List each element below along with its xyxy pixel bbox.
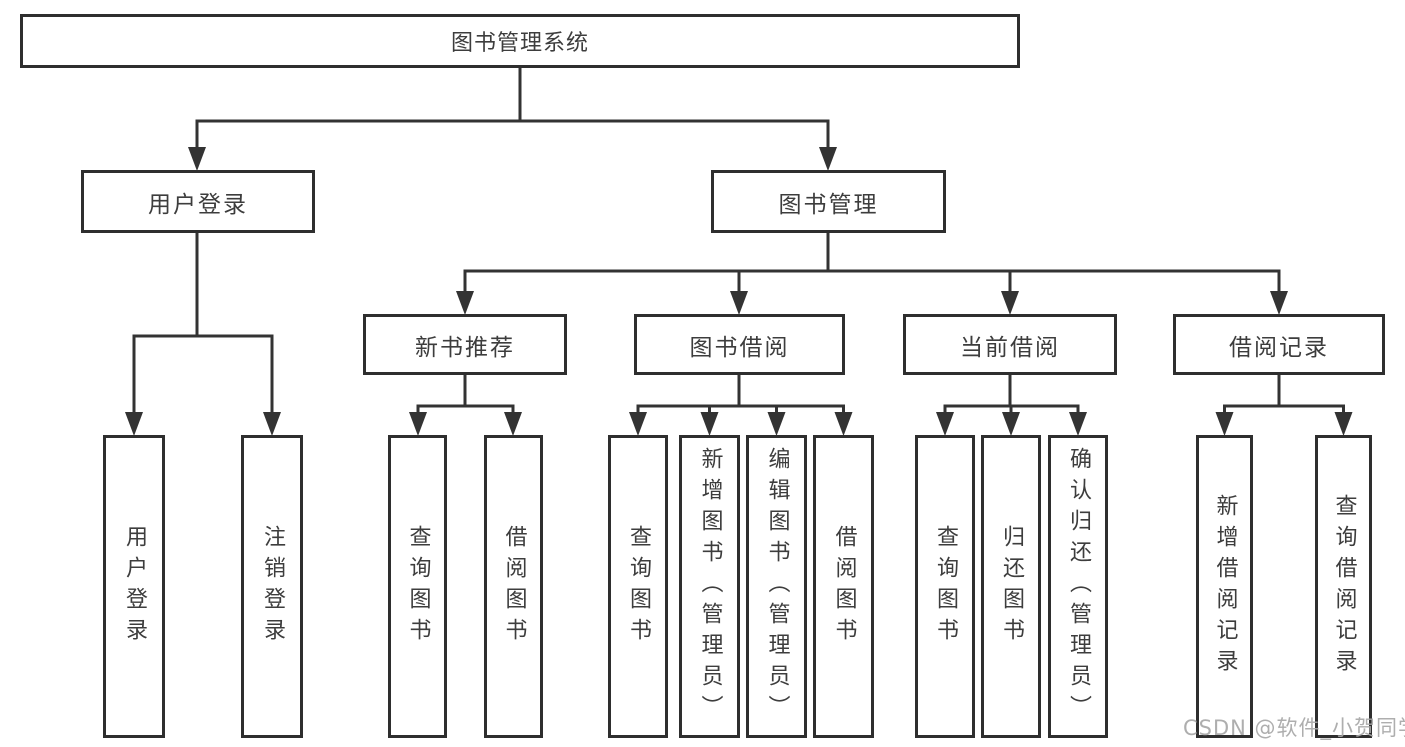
leaf-label: 新增图书（管理员）: [697, 447, 723, 726]
leaf-newbook-query-books: 查询图书: [388, 435, 447, 738]
node-root-label: 图书管理系统: [450, 31, 589, 56]
node-label: 借阅记录: [1229, 334, 1329, 361]
node-book-management: 图书管理: [711, 170, 946, 233]
leaf-label: 查询图书: [626, 524, 651, 649]
leaf-record-add-borrow-record: 新增借阅记录: [1196, 435, 1253, 738]
leaf-label: 新增借阅记录: [1212, 493, 1238, 680]
connector-book-borrow-branch: [636, 373, 845, 416]
leaf-label: 查询图书: [405, 524, 431, 649]
connector-current-borrow-branch: [943, 373, 1080, 416]
node-book-borrowing: 图书借阅: [634, 314, 845, 375]
leaf-label: 编辑图书（管理员）: [764, 447, 790, 726]
leaf-label: 确认归还（管理员）: [1066, 447, 1091, 726]
leaf-borrow-edit-books-admin: 编辑图书（管理员）: [746, 435, 807, 738]
leaf-label: 归还图书: [999, 524, 1024, 649]
connector-user-login-branch: [132, 231, 274, 416]
leaf-borrow-add-books-admin: 新增图书（管理员）: [679, 435, 740, 738]
leaf-label: 借阅图书: [501, 524, 527, 649]
leaf-label: 查询借阅记录: [1331, 493, 1357, 680]
leaf-record-query-borrow-record: 查询借阅记录: [1315, 435, 1372, 738]
leaf-label: 用户登录: [122, 524, 147, 649]
node-label: 当前借阅: [960, 334, 1060, 361]
node-borrow-records: 借阅记录: [1173, 314, 1385, 375]
node-new-book-recommend: 新书推荐: [363, 314, 567, 375]
leaf-label: 查询图书: [933, 524, 958, 649]
node-label: 图书借阅: [689, 334, 790, 361]
node-user-login-branch: 用户登录: [81, 170, 315, 233]
leaf-label: 注销登录: [260, 524, 285, 649]
leaf-borrow-borrow-books: 借阅图书: [813, 435, 874, 738]
node-label: 用户登录: [148, 191, 248, 218]
leaf-current-confirm-return-admin: 确认归还（管理员）: [1048, 435, 1108, 738]
node-current-borrowing: 当前借阅: [903, 314, 1117, 375]
leaf-borrow-query-books: 查询图书: [608, 435, 668, 738]
arrowheads: [125, 147, 1353, 436]
node-label: 图书管理: [778, 191, 879, 218]
leaf-label: 借阅图书: [831, 524, 857, 649]
node-label: 新书推荐: [415, 334, 515, 361]
connector-borrow-record-branch: [1223, 373, 1345, 416]
leaf-logout: 注销登录: [241, 435, 303, 738]
leaf-current-query-books: 查询图书: [915, 435, 975, 738]
leaf-current-return-books: 归还图书: [981, 435, 1041, 738]
leaf-newbook-borrow-books: 借阅图书: [484, 435, 543, 738]
node-root-system: 图书管理系统: [20, 14, 1020, 68]
leaf-user-login: 用户登录: [103, 435, 165, 738]
connector-book-mgmt-branch: [463, 231, 1281, 295]
connector-new-book-branch: [416, 373, 515, 416]
csdn-watermark: CSDN @软件_小贺同学: [1183, 716, 1405, 740]
connector-root-branch: [195, 66, 830, 151]
